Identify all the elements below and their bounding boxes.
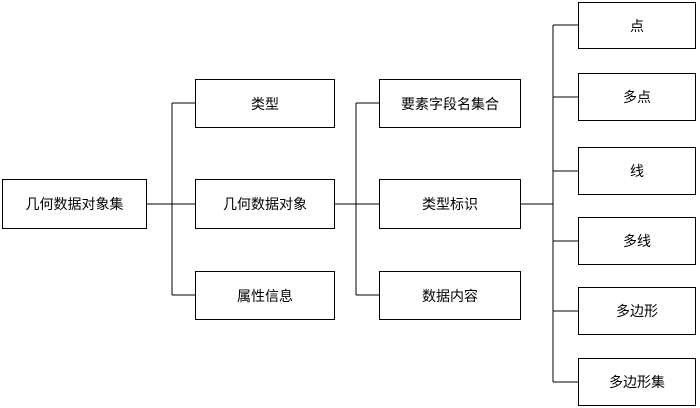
node-label: 多点 <box>623 90 651 106</box>
node-type-identifier: 类型标识 <box>379 179 521 229</box>
node-attribute-info: 属性信息 <box>195 271 335 320</box>
node-label: 多边形集 <box>609 375 665 391</box>
node-label: 线 <box>630 164 644 180</box>
node-label: 类型 <box>251 96 279 113</box>
node-geometry-object: 几何数据对象 <box>195 179 335 229</box>
node-data-content: 数据内容 <box>379 271 521 320</box>
node-label: 类型标识 <box>422 197 478 213</box>
node-type: 类型 <box>195 79 335 128</box>
node-geometry-polygon: 多边形 <box>578 287 696 335</box>
node-label: 几何数据对象 <box>223 197 307 213</box>
node-geometry-object-set: 几何数据对象集 <box>2 179 147 229</box>
node-geometry-point: 点 <box>578 2 696 49</box>
node-label: 点 <box>630 18 644 35</box>
node-label: 数据内容 <box>422 288 478 305</box>
node-geometry-line: 线 <box>578 147 696 195</box>
node-feature-field-names: 要素字段名集合 <box>379 79 521 128</box>
node-label: 要素字段名集合 <box>401 96 499 113</box>
node-label: 多边形 <box>616 304 658 320</box>
node-label: 几何数据对象集 <box>25 197 124 213</box>
node-label: 属性信息 <box>237 288 293 305</box>
node-geometry-multipoint: 多点 <box>578 73 696 121</box>
node-geometry-polygon-set: 多边形集 <box>578 358 696 406</box>
node-label: 多线 <box>623 234 651 250</box>
node-geometry-multiline: 多线 <box>578 217 696 265</box>
